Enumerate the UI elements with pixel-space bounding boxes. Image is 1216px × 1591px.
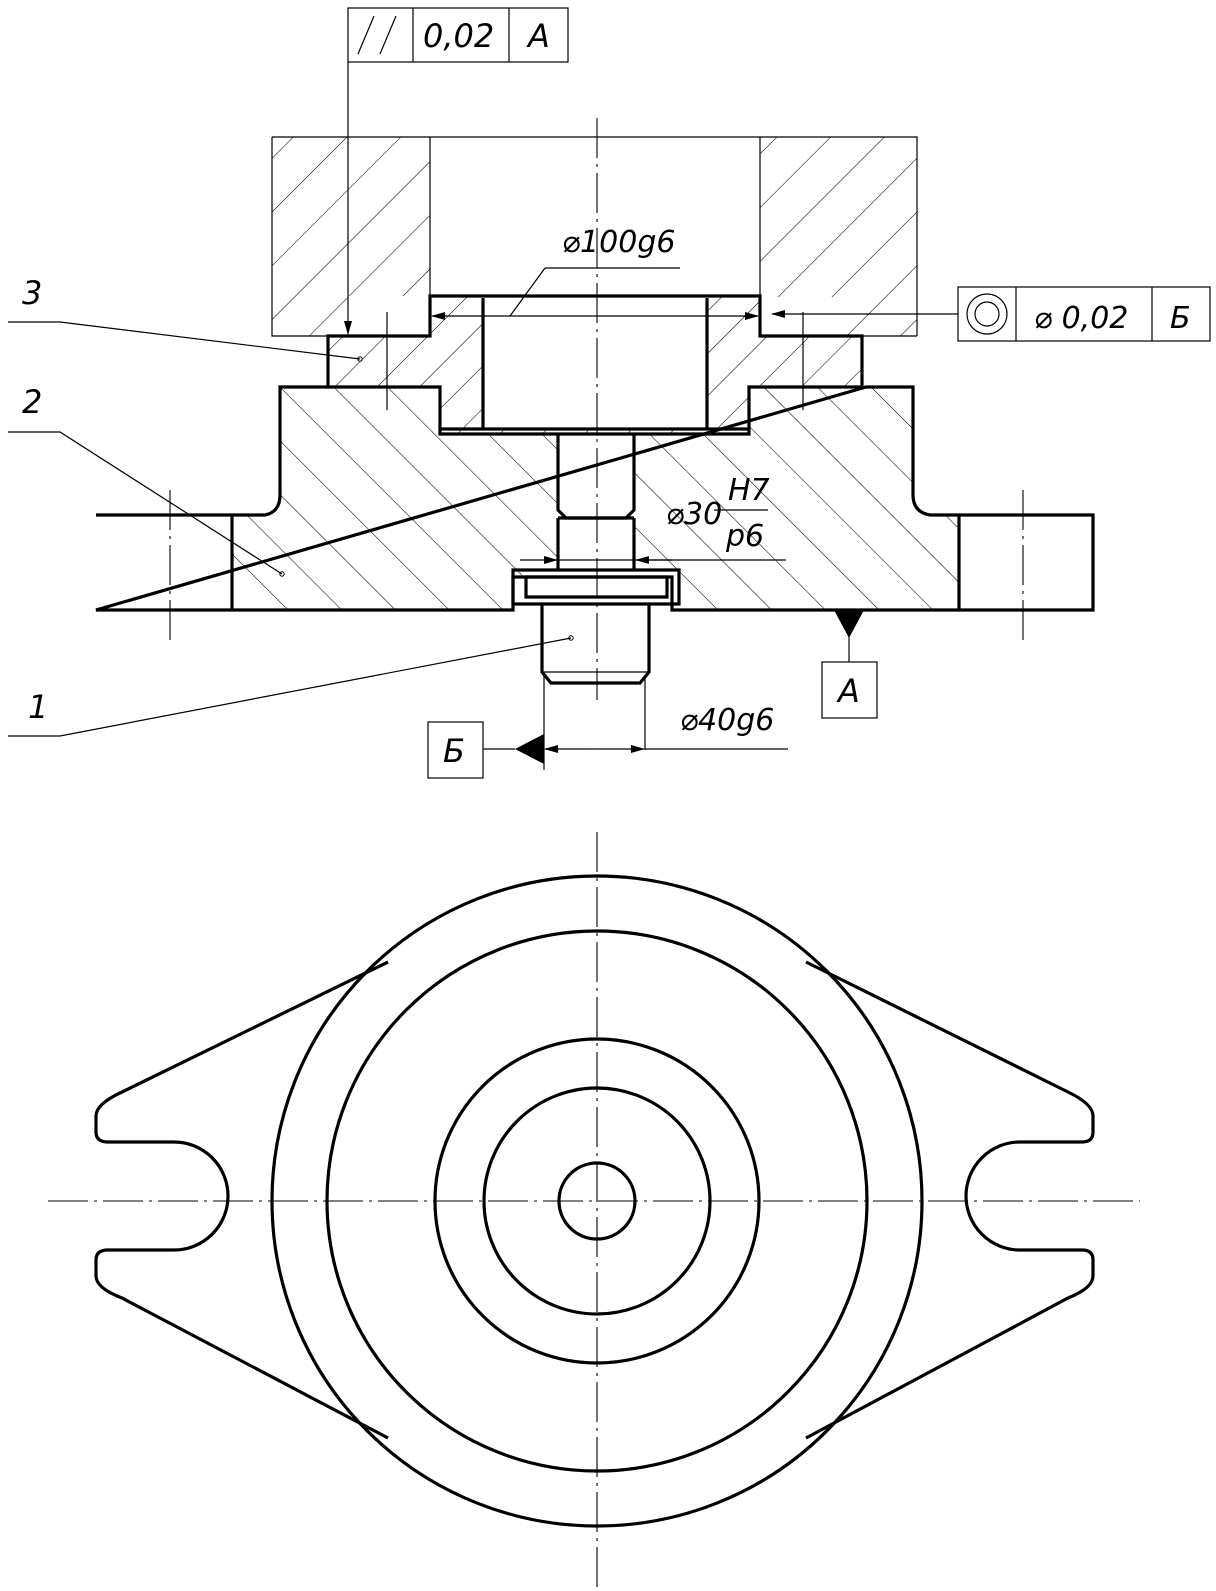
part-number-3: 3 xyxy=(22,274,42,312)
datum-a-triangle xyxy=(834,610,864,638)
dim-fit-shaft: p6 xyxy=(725,519,764,554)
dim-fit: ⌀30 H7 p6 xyxy=(520,473,786,564)
datum-b-label: Б xyxy=(443,732,465,770)
part-number-1: 1 xyxy=(28,688,48,726)
parallelism-tolerance: 0,02 xyxy=(423,17,494,55)
dim-fit-base: ⌀30 xyxy=(666,497,722,532)
plan-view xyxy=(48,832,1140,1591)
part-number-2: 2 xyxy=(22,383,42,421)
dim-pin-label: ⌀40g6 xyxy=(680,703,774,738)
left-lug xyxy=(94,960,389,1440)
parallelism-frame: 0,02 A xyxy=(344,7,569,335)
right-lug xyxy=(805,960,1095,1440)
bushing-part-3 xyxy=(326,294,864,436)
concentricity-icon xyxy=(966,293,1008,335)
concentricity-frame: ⌀ 0,02 Б xyxy=(771,286,1211,342)
dim-outer: ⌀100g6 xyxy=(431,225,759,320)
parallelism-datum: A xyxy=(526,17,550,55)
dim-outer-label: ⌀100g6 xyxy=(562,225,675,260)
upper-fixture xyxy=(271,136,918,337)
base-part-2 xyxy=(95,385,1095,612)
concentricity-datum: Б xyxy=(1170,301,1191,336)
datum-a-label: A xyxy=(836,672,860,710)
dim-fit-hole: H7 xyxy=(728,473,770,508)
parallelism-icon xyxy=(357,15,397,55)
datum-b-triangle xyxy=(515,734,544,764)
datum-a: A xyxy=(821,610,878,719)
section-view: 0,02 A ⌀ 0,02 Б ⌀100g6 xyxy=(8,7,1211,779)
dim-pin: ⌀40g6 Б xyxy=(427,676,788,779)
concentricity-tolerance: ⌀ 0,02 xyxy=(1034,301,1128,336)
part-callouts: 3 2 1 xyxy=(8,274,574,737)
pin-part-1 xyxy=(511,433,681,685)
